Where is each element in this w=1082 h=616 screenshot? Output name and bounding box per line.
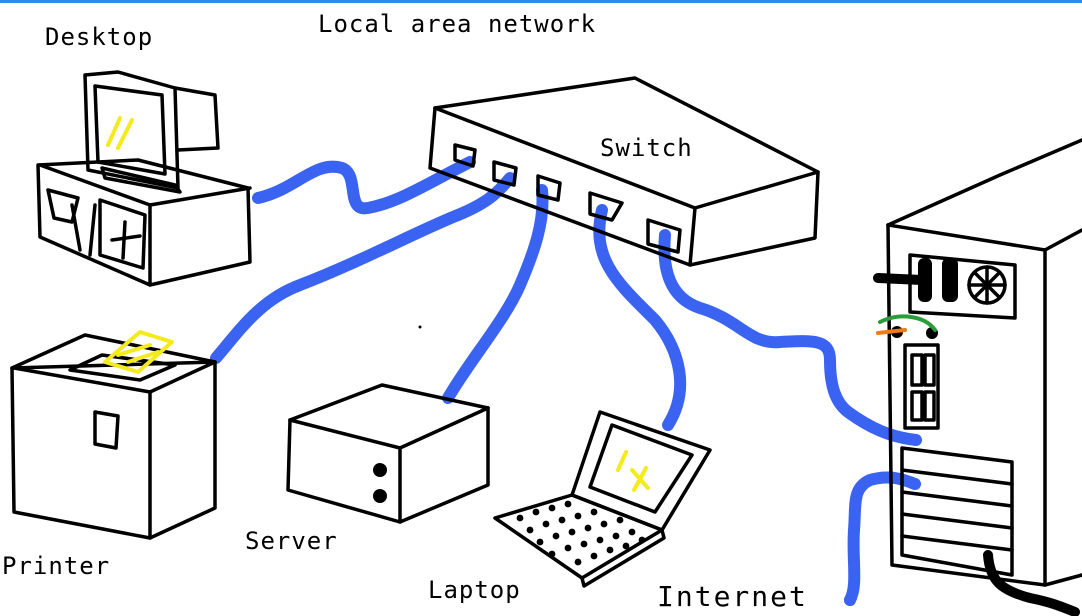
tower-computer-icon xyxy=(886,138,1082,587)
printer-icon xyxy=(10,333,217,540)
server-lights xyxy=(373,463,387,503)
laptop-label: Laptop xyxy=(428,576,521,604)
laptop-screen-marks xyxy=(616,450,650,492)
cables xyxy=(210,156,922,606)
cable-tower-switch xyxy=(658,229,922,446)
cable-laptop-switch xyxy=(593,204,687,431)
cable-printer-switch xyxy=(210,172,516,364)
printer-paper-marks xyxy=(103,330,174,374)
cable-server-switch xyxy=(442,184,549,404)
server-label: Server xyxy=(245,527,338,555)
desktop-computer-icon xyxy=(36,70,252,287)
desktop-screen-marks xyxy=(106,116,134,150)
printer-label: Printer xyxy=(2,552,111,580)
laptop-icon xyxy=(493,410,712,588)
internet-label: Internet xyxy=(657,580,808,613)
desktop-label: Desktop xyxy=(45,23,154,51)
tower-ports xyxy=(891,258,958,339)
power-cable xyxy=(873,273,1080,616)
switch-label: Switch xyxy=(600,134,693,162)
internet-cable-end xyxy=(844,594,856,606)
network-switch-icon xyxy=(428,76,820,267)
stray-dot xyxy=(418,325,422,329)
laptop-keyboard xyxy=(516,500,646,566)
diagram-title: Local area network xyxy=(318,10,597,38)
audio-wires xyxy=(876,314,937,335)
cable-desktop-switch xyxy=(252,156,476,215)
server-icon xyxy=(286,383,490,524)
cable-internet xyxy=(844,471,921,606)
top-border xyxy=(0,0,1082,3)
